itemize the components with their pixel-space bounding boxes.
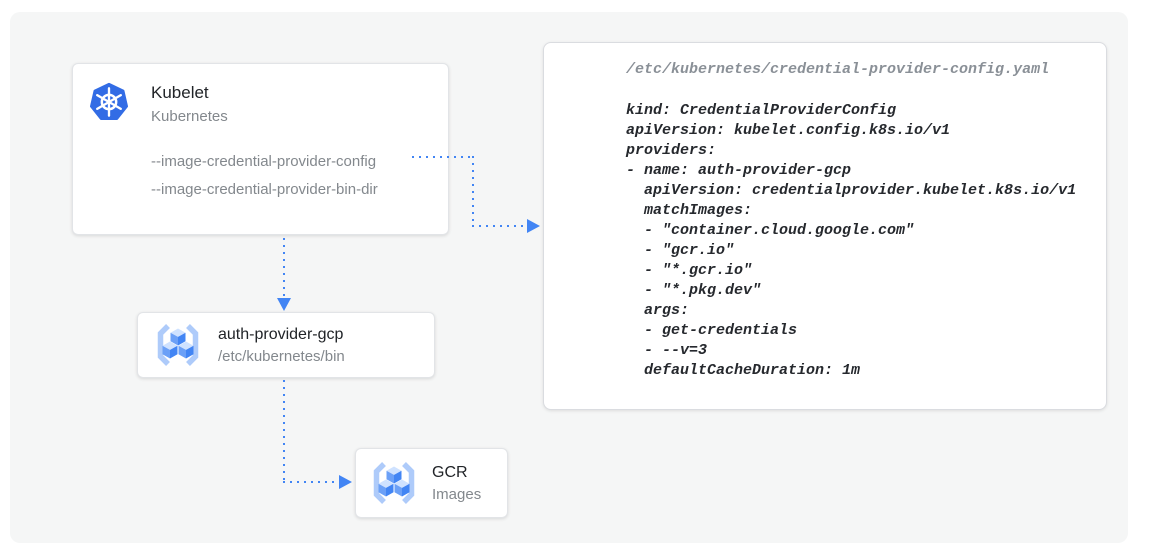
kubernetes-icon	[89, 82, 129, 120]
auth-provider-title: auth-provider-gcp	[218, 325, 344, 343]
yaml-code-line: apiVersion: credentialprovider.kubelet.k…	[626, 182, 1077, 199]
yaml-code-line: defaultCacheDuration: 1m	[626, 362, 861, 379]
connector-config-to-yaml-seg3	[472, 225, 527, 227]
gcr-title: GCR	[432, 463, 468, 481]
connector-config-to-yaml-seg2	[472, 156, 474, 227]
yaml-code-line: providers:	[626, 142, 717, 159]
yaml-config-panel: /etc/kubernetes/credential-provider-conf…	[543, 42, 1107, 410]
kubelet-subtitle: Kubernetes	[151, 108, 228, 125]
diagram-canvas: Kubelet Kubernetes --image-credential-pr…	[10, 12, 1128, 543]
yaml-filename: /etc/kubernetes/credential-provider-conf…	[626, 61, 1050, 78]
yaml-code-line: - "gcr.io"	[626, 242, 735, 259]
yaml-code-line: args:	[626, 302, 690, 319]
yaml-code-line: - "container.cloud.google.com"	[626, 222, 915, 239]
auth-provider-card: auth-provider-gcp /etc/kubernetes/bin	[137, 312, 435, 378]
yaml-code-line: kind: CredentialProviderConfig	[626, 102, 897, 119]
yaml-code-line: - --v=3	[626, 342, 708, 359]
kubelet-card: Kubelet Kubernetes --image-credential-pr…	[72, 63, 449, 235]
connector-auth-to-gcr-seg2	[283, 481, 339, 483]
container-registry-icon	[368, 461, 420, 505]
yaml-code-line: - get-credentials	[626, 322, 798, 339]
kubelet-flag: --image-credential-provider-config	[151, 153, 377, 170]
connector-auth-to-gcr-seg1	[283, 380, 285, 482]
yaml-code-block: kind: CredentialProviderConfig apiVersion…	[626, 101, 1076, 381]
yaml-code-line: matchImages:	[626, 202, 753, 219]
kubelet-flag: --image-credential-provider-bin-dir	[151, 181, 378, 198]
yaml-code-line: - "*.gcr.io"	[626, 262, 753, 279]
connector-config-to-yaml-seg1	[412, 156, 474, 158]
gcr-subtitle: Images	[432, 485, 482, 503]
connector-kubelet-to-auth	[283, 238, 285, 298]
arrow-right-icon	[339, 475, 352, 489]
kubelet-title: Kubelet	[151, 83, 209, 102]
yaml-code-line: apiVersion: kubelet.config.k8s.io/v1	[626, 122, 951, 139]
gcr-card: GCR Images	[355, 448, 508, 518]
arrow-right-icon	[527, 219, 540, 233]
yaml-code-line: - "*.pkg.dev"	[626, 282, 762, 299]
container-registry-icon	[152, 323, 204, 367]
arrow-down-icon	[277, 298, 291, 311]
auth-provider-path: /etc/kubernetes/bin	[218, 347, 345, 365]
kubelet-flag-list: --image-credential-provider-config --imag…	[151, 148, 378, 204]
yaml-code-line: - name: auth-provider-gcp	[626, 162, 852, 179]
